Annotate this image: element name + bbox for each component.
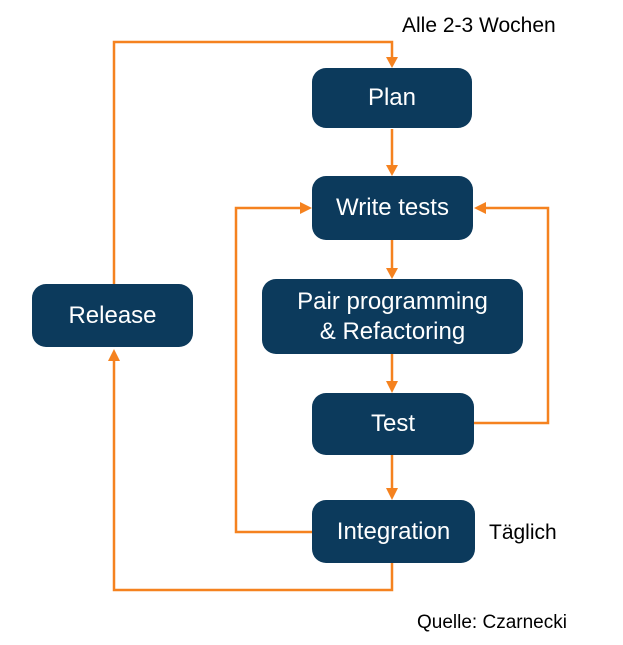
node-integration: Integration (312, 500, 475, 563)
daily-cycle-label: Täglich (489, 521, 557, 544)
node-test: Test (312, 393, 474, 455)
arrowhead-down-icon (386, 165, 398, 176)
node-pair-label-line2: & Refactoring (319, 317, 466, 345)
arrow-write-tests-to-pair (386, 240, 398, 279)
node-pair-programming-refactoring: Pair programming & Refactoring (262, 279, 523, 354)
node-plan: Plan (312, 68, 472, 128)
arrowhead-right-icon (300, 202, 312, 214)
node-write-tests: Write tests (312, 176, 473, 240)
arrowhead-down-icon (386, 488, 398, 500)
cycle-interval-label: Alle 2-3 Wochen (402, 14, 556, 37)
arrowhead-down-icon (386, 381, 398, 393)
arrow-integration-to-write-tests (234, 202, 312, 534)
arrowhead-up-icon (108, 349, 120, 361)
arrow-plan-to-write-tests (386, 129, 398, 176)
node-release-label: Release (68, 301, 157, 329)
arrowhead-left-icon (474, 202, 486, 214)
arrowhead-down-icon (386, 57, 398, 68)
node-pair-label-line1: Pair programming (297, 287, 488, 315)
arrow-test-to-integration (386, 455, 398, 500)
arrow-pair-to-test (386, 354, 398, 393)
node-write-tests-label: Write tests (336, 194, 449, 221)
arrow-test-to-write-tests (474, 202, 550, 425)
node-test-label: Test (370, 410, 415, 437)
node-integration-label: Integration (336, 517, 451, 545)
arrow-integration-to-release (108, 349, 394, 592)
arrow-release-to-plan (112, 40, 398, 284)
node-release: Release (32, 284, 193, 347)
node-plan-label: Plan (367, 84, 417, 111)
source-credit-label: Quelle: Czarnecki (417, 612, 567, 633)
arrowhead-down-icon (386, 268, 398, 279)
